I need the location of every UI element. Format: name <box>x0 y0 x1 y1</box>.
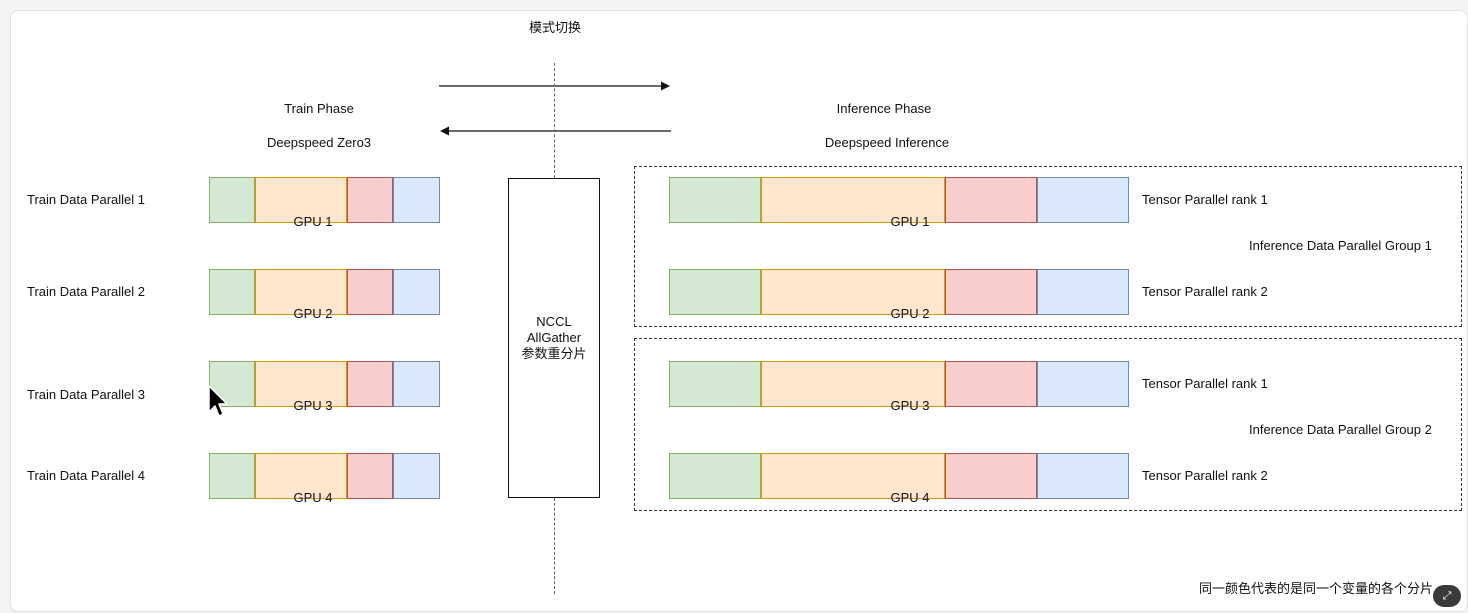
inference-group-label: Inference Data Parallel Group 2 <box>1249 422 1432 437</box>
shard-blue <box>1037 269 1129 315</box>
shard-orange <box>255 269 347 315</box>
nccl-line-3: 参数重分片 <box>521 346 587 361</box>
train-gpu-bar <box>209 453 440 499</box>
train-row-label: Train Data Parallel 3 <box>27 387 146 402</box>
train-gpu-label: GPU 2 <box>293 306 333 321</box>
shard-orange <box>761 361 945 407</box>
inference-gpu-label: GPU 3 <box>890 398 930 413</box>
nccl-line-1: NCCL <box>536 314 572 329</box>
shard-green <box>669 361 761 407</box>
shard-orange <box>255 177 347 223</box>
inference-group-2 <box>634 338 1462 511</box>
diagram-canvas: 模式切换 Train Phase Deepspeed Zero3 Inferen… <box>10 10 1468 612</box>
train-row-label: Train Data Parallel 2 <box>27 284 146 299</box>
shard-orange <box>761 269 945 315</box>
shard-blue <box>393 361 440 407</box>
shard-green <box>209 453 255 499</box>
shard-red <box>347 453 393 499</box>
inference-gpu-label: GPU 4 <box>890 490 930 505</box>
shard-green <box>669 269 761 315</box>
expand-icon[interactable]: ⤢ <box>1433 585 1461 607</box>
footnote: 同一颜色代表的是同一个变量的各个分片 <box>1199 581 1434 596</box>
inference-gpu-bar <box>669 453 1129 499</box>
inference-gpu-bar <box>669 177 1129 223</box>
shard-orange <box>761 453 945 499</box>
shard-blue <box>393 453 440 499</box>
shard-red <box>945 269 1037 315</box>
shard-red <box>945 453 1037 499</box>
shard-red <box>347 177 393 223</box>
train-row-label: Train Data Parallel 4 <box>27 468 146 483</box>
arrow-right-icon <box>439 81 670 91</box>
inference-group-label: Inference Data Parallel Group 1 <box>1249 238 1432 253</box>
inference-phase-label: Inference Phase <box>836 101 932 116</box>
tensor-parallel-rank-label: Tensor Parallel rank 2 <box>1142 284 1268 299</box>
shard-green <box>669 177 761 223</box>
shard-blue <box>393 177 440 223</box>
mouse-pointer-icon <box>208 385 228 417</box>
train-gpu-label: GPU 3 <box>293 398 333 413</box>
nccl-line-2: AllGather <box>526 330 582 345</box>
tensor-parallel-rank-label: Tensor Parallel rank 2 <box>1142 468 1268 483</box>
train-phase-label: Train Phase <box>284 101 354 116</box>
shard-blue <box>1037 453 1129 499</box>
shard-red <box>945 361 1037 407</box>
inference-gpu-label: GPU 2 <box>890 306 930 321</box>
train-gpu-bar <box>209 269 440 315</box>
inference-gpu-bar <box>669 269 1129 315</box>
phase-divider <box>554 63 555 178</box>
shard-blue <box>393 269 440 315</box>
shard-orange <box>255 453 347 499</box>
shard-red <box>945 177 1037 223</box>
shard-orange <box>761 177 945 223</box>
shard-blue <box>1037 177 1129 223</box>
inference-gpu-bar <box>669 361 1129 407</box>
phase-divider-lower <box>554 498 555 594</box>
train-gpu-label: GPU 1 <box>293 214 333 229</box>
nccl-allgather-box: NCCL AllGather 参数重分片 <box>508 178 600 498</box>
mode-switch-title: 模式切换 <box>528 20 582 35</box>
tensor-parallel-rank-label: Tensor Parallel rank 1 <box>1142 376 1268 391</box>
inference-group-1 <box>634 166 1462 327</box>
train-row-label: Train Data Parallel 1 <box>27 192 146 207</box>
shard-green <box>669 453 761 499</box>
train-gpu-bar <box>209 177 440 223</box>
tensor-parallel-rank-label: Tensor Parallel rank 1 <box>1142 192 1268 207</box>
shard-green <box>209 177 255 223</box>
shard-green <box>209 269 255 315</box>
train-gpu-label: GPU 4 <box>293 490 333 505</box>
shard-red <box>347 269 393 315</box>
inference-gpu-label: GPU 1 <box>890 214 930 229</box>
shard-blue <box>1037 361 1129 407</box>
inference-engine-label: Deepspeed Inference <box>824 135 950 150</box>
train-gpu-bar <box>209 361 440 407</box>
arrow-left-icon <box>440 126 671 136</box>
shard-orange <box>255 361 347 407</box>
shard-red <box>347 361 393 407</box>
train-engine-label: Deepspeed Zero3 <box>266 135 372 150</box>
